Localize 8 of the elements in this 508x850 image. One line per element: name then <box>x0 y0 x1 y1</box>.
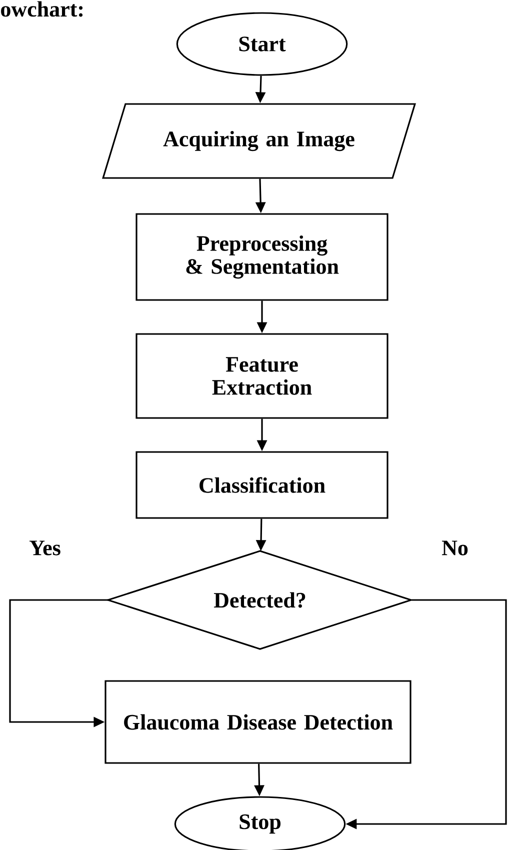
process-box: Feature Extraction <box>136 333 388 419</box>
process-box: Glaucoma Disease Detection <box>104 680 412 764</box>
process-box: Classification <box>136 451 388 519</box>
edge-label: Yes <box>30 540 60 556</box>
title: owchart: <box>1 1 83 17</box>
input-parallelogram: Acquiring an Image <box>102 103 416 179</box>
process-box: Preprocessing & Segmentation <box>136 213 388 301</box>
edge-label: No <box>442 540 468 556</box>
